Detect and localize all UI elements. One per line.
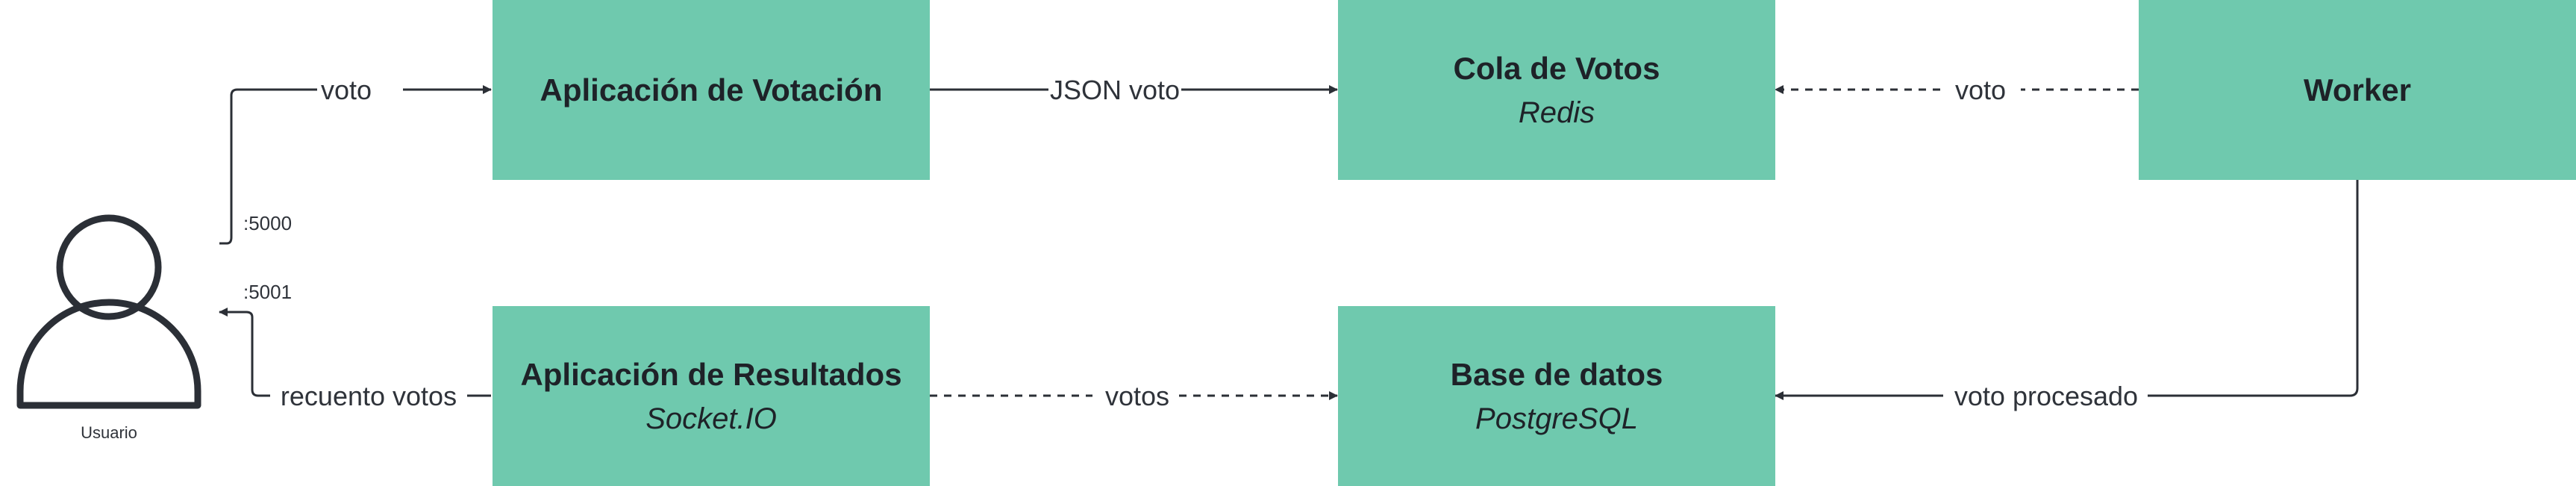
node-voting-app-title: Aplicación de Votación <box>540 72 883 108</box>
edge-label-results-to-user: recuento votos <box>281 381 457 411</box>
node-voting-app: Aplicación de Votación <box>493 0 930 180</box>
node-results-app: Aplicación de Resultados Socket.IO <box>493 306 930 486</box>
node-results-app-box <box>493 306 930 486</box>
edge-results-to-user <box>219 308 491 397</box>
user-label: Usuario <box>81 423 137 442</box>
node-vote-queue-box <box>1338 0 1775 180</box>
port-label-5001: :5001 <box>243 281 292 303</box>
edge-label-worker-to-db: voto procesado <box>1954 381 2138 411</box>
node-vote-queue-title: Cola de Votos <box>1454 51 1660 86</box>
edge-label-results-to-db: votos <box>1105 381 1169 411</box>
node-database-title: Base de datos <box>1451 357 1663 392</box>
node-results-app-subtitle: Socket.IO <box>645 402 777 435</box>
node-results-app-title: Aplicación de Resultados <box>520 357 901 392</box>
node-database-subtitle: PostgreSQL <box>1475 402 1638 435</box>
edge-label-user-to-voting: voto <box>321 75 372 105</box>
edge-user-to-voting <box>219 85 492 245</box>
edge-worker-to-db <box>1775 180 2359 400</box>
node-voting-app-box <box>493 0 930 180</box>
user-icon <box>16 214 201 409</box>
node-vote-queue-subtitle: Redis <box>1519 96 1595 129</box>
edge-label-voting-to-queue: JSON voto <box>1050 75 1180 105</box>
node-worker: Worker <box>2139 0 2576 180</box>
node-database: Base de datos PostgreSQL <box>1338 306 1775 486</box>
node-worker-box <box>2139 0 2576 180</box>
port-label-5000: :5000 <box>243 212 292 234</box>
node-database-box <box>1338 306 1775 486</box>
edge-label-worker-to-queue: voto <box>1955 75 2006 105</box>
node-worker-title: Worker <box>2304 72 2411 108</box>
node-vote-queue: Cola de Votos Redis <box>1338 0 1775 180</box>
